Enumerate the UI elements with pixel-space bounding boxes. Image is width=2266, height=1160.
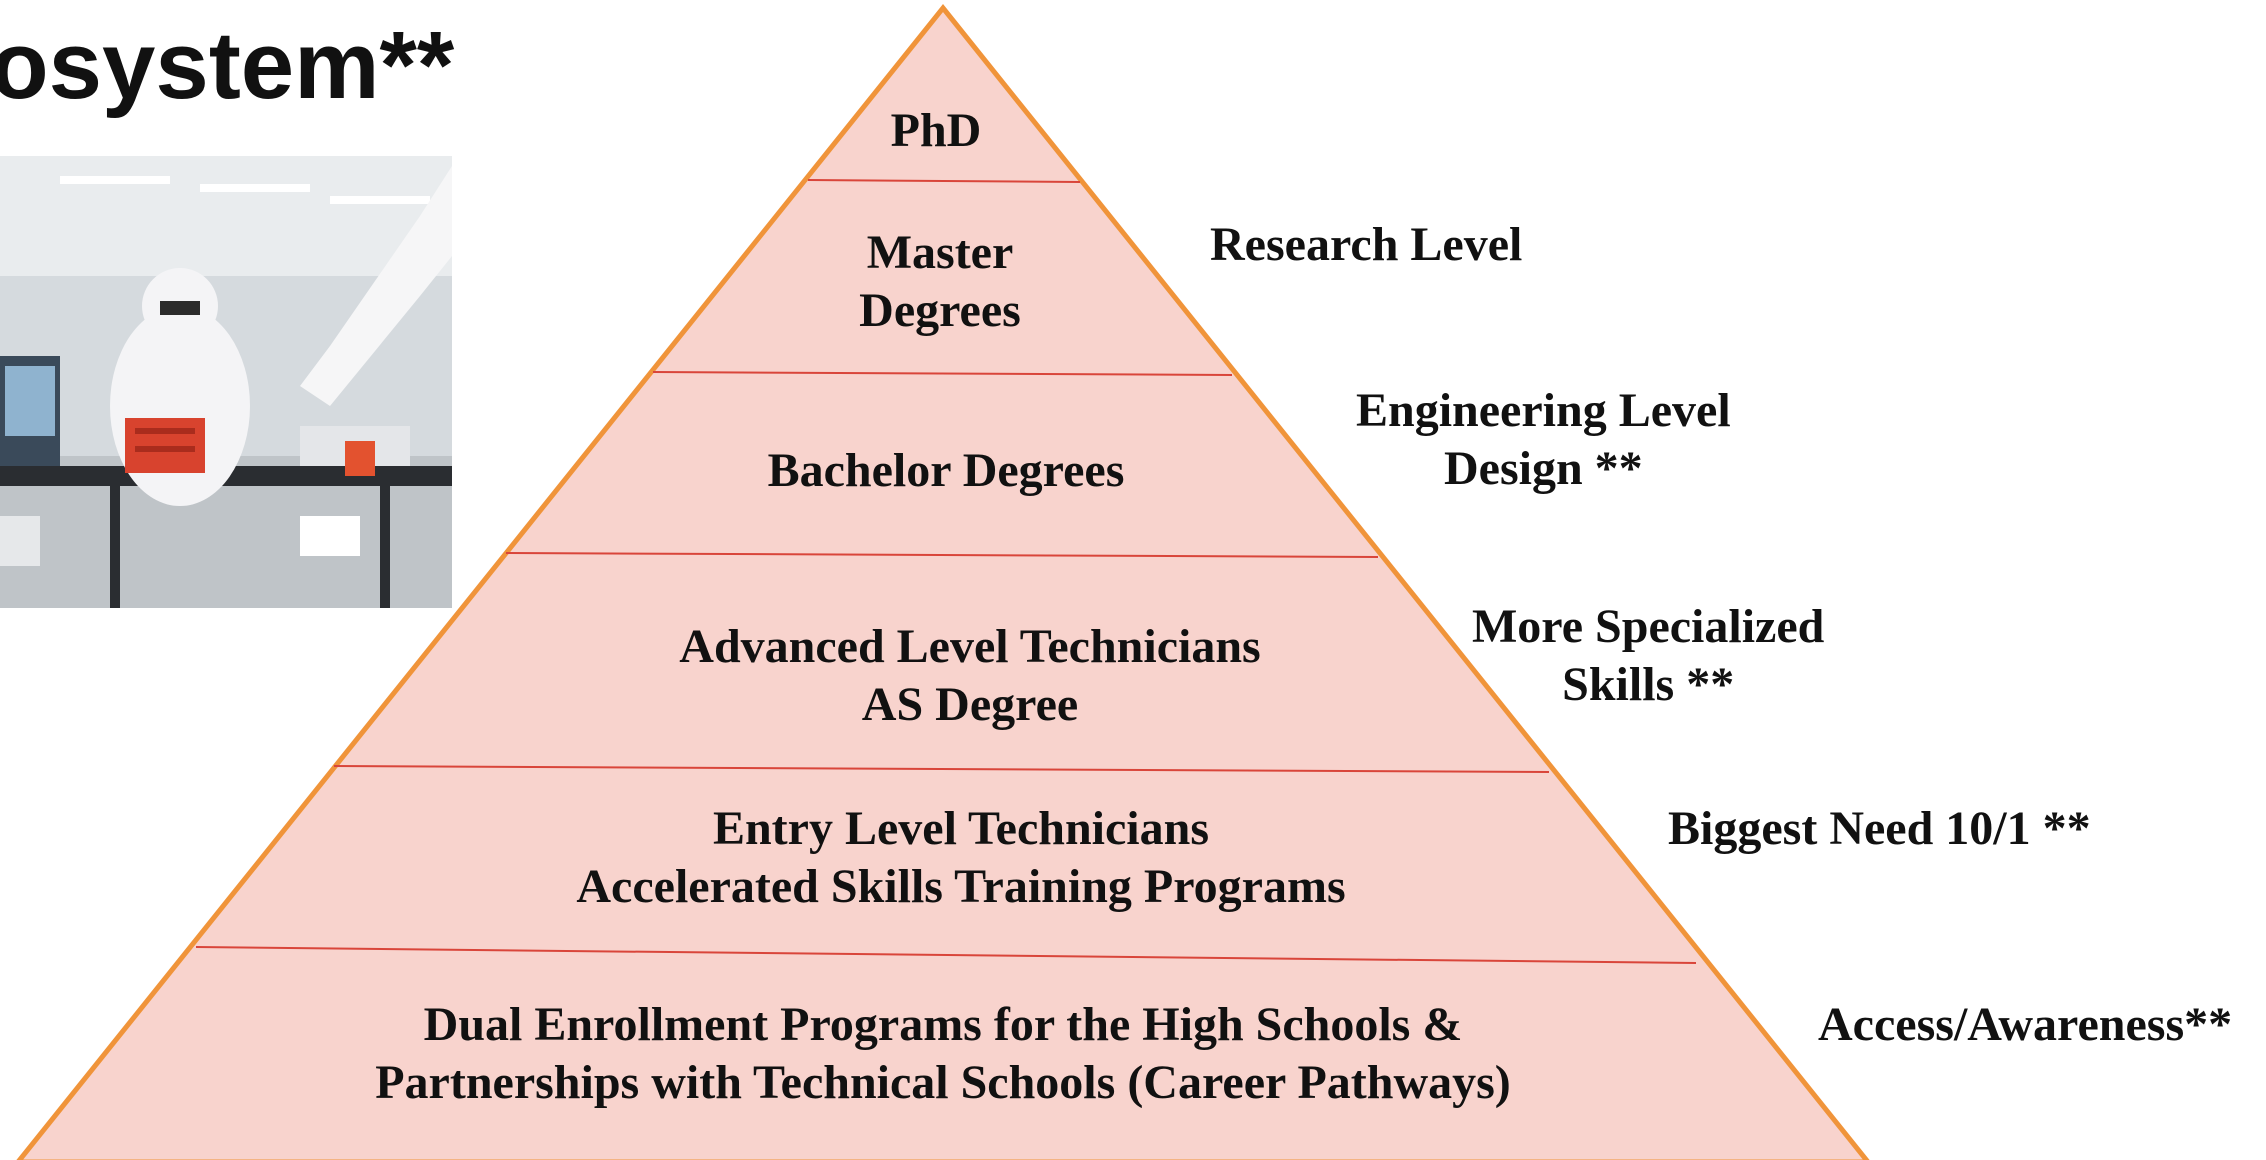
side-label-engineering: Engineering Level Design ** [1356, 382, 1731, 498]
tier-line: Accelerated Skills Training Programs [576, 860, 1346, 913]
tier-label-master: Master Degrees [859, 224, 1021, 340]
side-line: Research Level [1210, 218, 1523, 271]
tier-divider [195, 946, 1697, 964]
side-label-research: Research Level [1210, 216, 1522, 274]
tier-line: AS Degree [861, 678, 1079, 731]
tier-line: Master [866, 226, 1014, 279]
tier-line: Entry Level Technicians [712, 802, 1210, 855]
side-line: Biggest Need 10/1 ** [1668, 802, 2091, 855]
tier-divider [652, 371, 1233, 376]
tier-line: Dual Enrollment Programs for the High Sc… [423, 998, 1463, 1051]
side-line: More Specialized [1472, 600, 1825, 653]
side-label-biggest-need: Biggest Need 10/1 ** [1668, 800, 2091, 858]
tier-line: Bachelor Degrees [767, 444, 1125, 497]
tier-label-phd: PhD [891, 102, 982, 160]
side-line: Access/Awareness** [1818, 998, 2233, 1051]
pyramid-shape [16, 4, 1870, 1160]
tier-line: Advanced Level Technicians [679, 620, 1261, 673]
side-line: Engineering Level [1356, 384, 1731, 437]
tier-label-entry-technicians: Entry Level Technicians Accelerated Skil… [576, 800, 1345, 916]
tier-label-bachelor: Bachelor Degrees [768, 442, 1125, 500]
tier-divider [333, 765, 1550, 773]
slide-title: osystem** [0, 12, 455, 119]
side-line: Skills ** [1562, 658, 1735, 711]
tier-label-advanced-technicians: Advanced Level Technicians AS Degree [679, 618, 1260, 734]
tier-divider [807, 179, 1081, 183]
side-label-specialized: More Specialized Skills ** [1472, 598, 1824, 714]
tier-line: PhD [890, 104, 982, 157]
tier-divider [505, 552, 1379, 558]
side-label-access: Access/Awareness** [1818, 996, 2232, 1054]
tier-label-dual-enrollment: Dual Enrollment Programs for the High Sc… [375, 996, 1511, 1112]
cleanroom-photo [0, 156, 452, 608]
side-line: Design ** [1443, 442, 1643, 495]
tier-line: Degrees [859, 284, 1021, 337]
tier-line: Partnerships with Technical Schools (Car… [375, 1056, 1511, 1109]
